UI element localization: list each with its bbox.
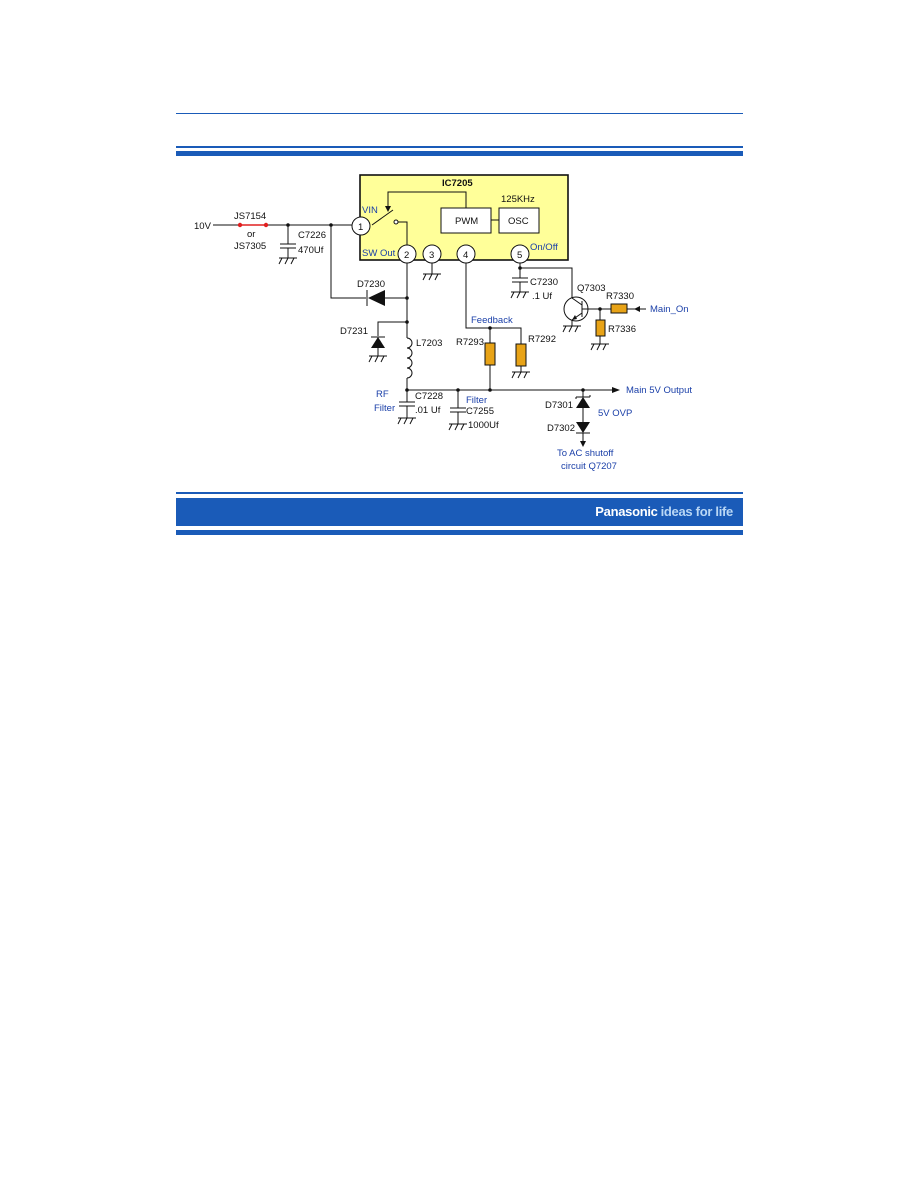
jumper-end-right bbox=[263, 222, 269, 228]
ground-r7336 bbox=[590, 343, 609, 351]
or-label: or bbox=[247, 229, 255, 240]
switch-arrow bbox=[385, 206, 391, 212]
q7303-emitter-arrow bbox=[572, 315, 577, 320]
pwm-label: PWM bbox=[455, 216, 478, 227]
r7336-label: R7336 bbox=[608, 324, 636, 335]
c7255-label: C7255 bbox=[466, 406, 494, 417]
c7226-value: 470Uf bbox=[298, 245, 324, 256]
d7231-label: D7231 bbox=[340, 326, 368, 337]
ground-c7226 bbox=[278, 257, 297, 265]
header-thin-line bbox=[176, 146, 743, 148]
c7228-value: .01 Uf bbox=[415, 405, 441, 416]
ground-c7230 bbox=[510, 291, 529, 299]
rf-filter-label: Filter bbox=[374, 403, 395, 414]
sw-node-1 bbox=[405, 296, 409, 300]
pin-4-label: 4 bbox=[463, 250, 468, 261]
vin-label: VIN bbox=[362, 205, 378, 216]
footer-bottom-line bbox=[176, 530, 743, 535]
d7302-symbol bbox=[576, 422, 590, 433]
ovp-label: 5V OVP bbox=[598, 408, 632, 419]
pin-1-label: 1 bbox=[358, 222, 363, 233]
footer-thin-line bbox=[176, 492, 743, 494]
shutoff-line1: To AC shutoff bbox=[557, 448, 614, 459]
logo-brand: Panasonic bbox=[595, 504, 658, 519]
shutoff-line2: circuit Q7207 bbox=[561, 461, 617, 472]
js7305-label: JS7305 bbox=[234, 241, 266, 252]
c7226-label: C7226 bbox=[298, 230, 326, 241]
feedback-label: Feedback bbox=[471, 315, 513, 326]
shutoff-arrow bbox=[580, 441, 586, 447]
header-band bbox=[176, 146, 743, 156]
r7292-label: R7292 bbox=[528, 334, 556, 345]
ground-c7228 bbox=[397, 417, 416, 425]
js7154-label: JS7154 bbox=[234, 211, 266, 222]
pin-3-label: 3 bbox=[429, 250, 434, 261]
r7293-symbol bbox=[484, 342, 496, 366]
feedback-wire bbox=[465, 263, 522, 344]
d7230-symbol bbox=[368, 290, 385, 306]
output-arrow bbox=[612, 387, 620, 393]
input-voltage: 10V bbox=[194, 221, 212, 232]
q7303-label: Q7303 bbox=[577, 283, 606, 294]
c7230-label: C7230 bbox=[530, 277, 558, 288]
d7231-symbol bbox=[371, 337, 385, 348]
ground-q7303 bbox=[562, 325, 581, 333]
logo-tagline: ideas for life bbox=[660, 504, 734, 519]
r7336-symbol bbox=[595, 319, 606, 337]
sw-out-label: SW Out bbox=[362, 248, 396, 259]
d7301-symbol bbox=[576, 397, 590, 408]
pin5-to-q7303 bbox=[520, 267, 573, 290]
c7230-value: .1 Uf bbox=[532, 291, 552, 302]
d7231-wire bbox=[377, 321, 407, 336]
switch-contact bbox=[393, 219, 399, 225]
ground-d7231 bbox=[368, 355, 387, 363]
r7292-symbol bbox=[515, 343, 527, 367]
pin-2-label: 2 bbox=[404, 250, 409, 261]
header-thick-line bbox=[176, 151, 743, 156]
r7293-label: R7293 bbox=[456, 337, 484, 348]
schematic-diagram: IC7205 125KHz PWM OSC VIN SW Out On/Off … bbox=[194, 174, 692, 472]
switch-drive-line bbox=[387, 191, 467, 208]
ground-c7255 bbox=[448, 423, 467, 431]
ground-pin3 bbox=[422, 273, 441, 281]
c7255-filter-label: Filter bbox=[466, 395, 487, 406]
l7203-symbol bbox=[406, 337, 413, 379]
ground-r7292 bbox=[511, 371, 530, 379]
osc-label: OSC bbox=[508, 216, 529, 227]
top-rule bbox=[176, 113, 743, 114]
d7230-label: D7230 bbox=[357, 279, 385, 290]
c7255-value: 1000Uf bbox=[468, 420, 499, 431]
r7330-label: R7330 bbox=[606, 291, 634, 302]
switch-blade bbox=[371, 209, 394, 226]
d7301-label: D7301 bbox=[545, 400, 573, 411]
onoff-label: On/Off bbox=[530, 242, 558, 253]
main-on-arrow bbox=[634, 306, 640, 312]
jumper-end-left bbox=[237, 222, 243, 228]
switch-to-pin2 bbox=[398, 221, 408, 245]
d7230-wire-left bbox=[330, 225, 366, 299]
pwm-block bbox=[440, 207, 492, 234]
main-output-label: Main 5V Output bbox=[626, 385, 692, 396]
c7228-label: C7228 bbox=[415, 391, 443, 402]
ic-frequency: 125KHz bbox=[501, 194, 535, 205]
pin-5-label: 5 bbox=[517, 250, 522, 261]
ic-name: IC7205 bbox=[442, 178, 473, 189]
main-on-label: Main_On bbox=[650, 304, 689, 315]
d7302-label: D7302 bbox=[547, 423, 575, 434]
r7330-symbol bbox=[610, 303, 628, 314]
rf-label: RF bbox=[376, 389, 389, 400]
q7303-collector bbox=[571, 297, 583, 306]
l7203-label: L7203 bbox=[416, 338, 442, 349]
